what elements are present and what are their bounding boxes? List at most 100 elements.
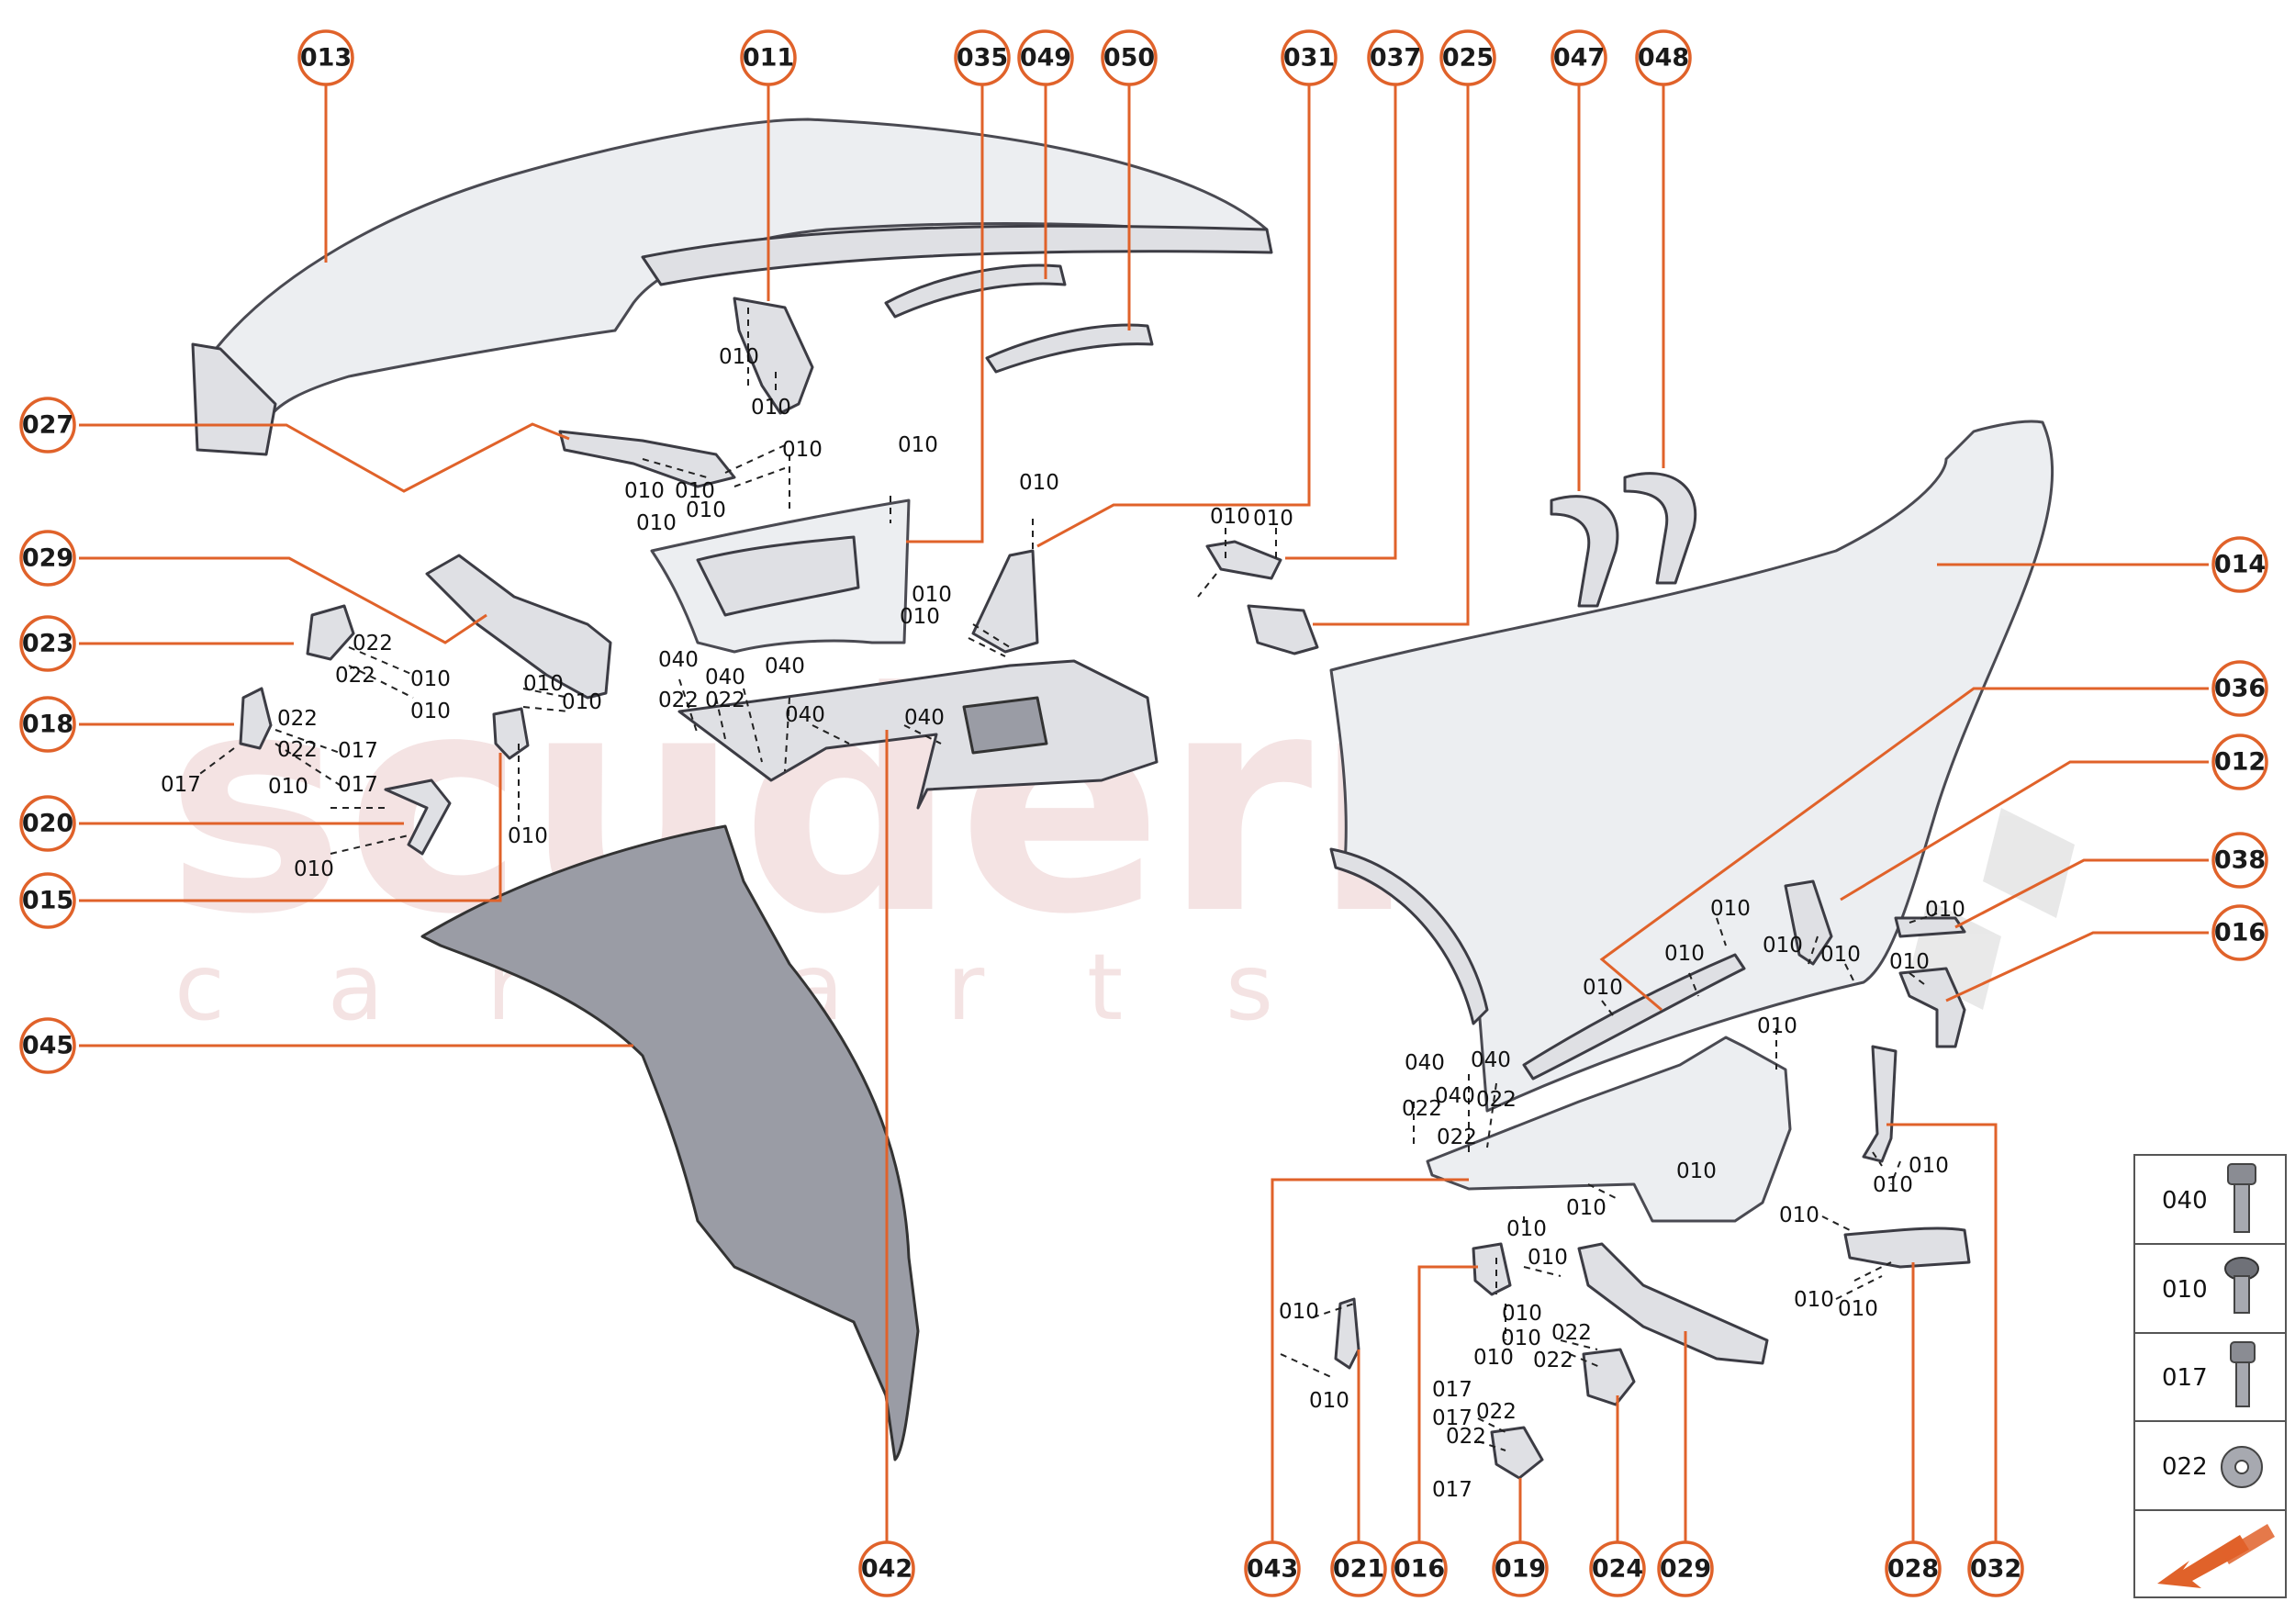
roof-rail-lower xyxy=(191,342,277,456)
fastener-label: 022 xyxy=(1476,1088,1517,1112)
legend-code-040: 040 xyxy=(2162,1187,2208,1215)
callout-029-left[interactable]: 029 xyxy=(19,530,76,587)
fastener-label: 017 xyxy=(1432,1478,1472,1502)
callout-024[interactable]: 024 xyxy=(1589,1540,1646,1597)
svg-text:031: 031 xyxy=(1283,44,1335,73)
fastener-label: 017 xyxy=(338,773,378,797)
fastener-label: 010 xyxy=(1676,1159,1717,1183)
fastener-label: 010 xyxy=(1309,1389,1349,1413)
callout-028[interactable]: 028 xyxy=(1885,1540,1942,1597)
bracket-018-part xyxy=(239,687,273,750)
fastener-label: 022 xyxy=(277,707,318,731)
fastener-label: 040 xyxy=(904,706,945,730)
callout-018[interactable]: 018 xyxy=(19,696,76,753)
bracket-031-part xyxy=(971,549,1039,654)
fastener-label: 022 xyxy=(658,689,699,712)
fastener-label: 010 xyxy=(1502,1302,1542,1326)
fastener-label: 040 xyxy=(1405,1051,1445,1075)
fastener-label: 010 xyxy=(1873,1173,1913,1197)
callout-045[interactable]: 045 xyxy=(19,1017,76,1074)
callout-019[interactable]: 019 xyxy=(1492,1540,1549,1597)
bracket-011-part xyxy=(733,297,814,415)
svg-text:021: 021 xyxy=(1333,1555,1384,1584)
bracket-019-part xyxy=(1490,1426,1544,1480)
legend-code-010: 010 xyxy=(2162,1276,2208,1304)
callout-016-right[interactable]: 016 xyxy=(2211,904,2268,961)
fastener-label: 010 xyxy=(1501,1327,1541,1350)
callout-012[interactable]: 012 xyxy=(2211,734,2268,790)
wheel-arch-liner-045-part xyxy=(420,824,920,1462)
fastener-label: 010 xyxy=(1279,1300,1319,1324)
callout-016-bottom[interactable]: 016 xyxy=(1391,1540,1448,1597)
callout-035[interactable]: 035 xyxy=(954,29,1011,86)
fastener-label: 010 xyxy=(268,775,308,799)
screw-icon xyxy=(2230,1341,2256,1407)
fastener-label: 010 xyxy=(508,824,548,848)
fastener-label: 010 xyxy=(523,672,564,696)
callout-042[interactable]: 042 xyxy=(858,1540,915,1597)
fastener-dash-lines xyxy=(196,308,1938,1451)
callout-032[interactable]: 032 xyxy=(1967,1540,2024,1597)
callout-014[interactable]: 014 xyxy=(2211,536,2268,593)
callout-027[interactable]: 027 xyxy=(19,397,76,454)
bracket-025-part xyxy=(1247,604,1319,655)
callout-049[interactable]: 049 xyxy=(1017,29,1074,86)
svg-text:018: 018 xyxy=(22,711,73,739)
callout-013[interactable]: 013 xyxy=(297,29,354,86)
fastener-label: 010 xyxy=(1506,1217,1547,1241)
callout-011[interactable]: 011 xyxy=(740,29,797,86)
svg-text:027: 027 xyxy=(22,411,73,440)
svg-text:015: 015 xyxy=(22,887,73,915)
fastener-label: 010 xyxy=(1820,943,1861,967)
callout-043[interactable]: 043 xyxy=(1244,1540,1301,1597)
fastener-label: 040 xyxy=(705,666,745,689)
svg-text:042: 042 xyxy=(861,1555,912,1584)
svg-text:012: 012 xyxy=(2214,748,2266,777)
fastener-label: 010 xyxy=(1838,1297,1878,1321)
svg-text:035: 035 xyxy=(957,44,1008,73)
part-047 xyxy=(1550,495,1619,608)
callout-015[interactable]: 015 xyxy=(19,872,76,929)
callout-047[interactable]: 047 xyxy=(1551,29,1607,86)
svg-text:038: 038 xyxy=(2214,846,2266,875)
svg-text:048: 048 xyxy=(1638,44,1689,73)
fastener-label: 010 xyxy=(782,438,823,462)
fastener-label: 010 xyxy=(1528,1246,1568,1270)
fastener-label: 040 xyxy=(658,648,699,672)
leader-lines xyxy=(79,79,2209,1569)
washer-icon xyxy=(2221,1446,2263,1488)
svg-text:032: 032 xyxy=(1970,1555,2021,1584)
callout-036[interactable]: 036 xyxy=(2211,660,2268,717)
fastener-label: 010 xyxy=(1763,934,1803,958)
fastener-label: 022 xyxy=(1437,1126,1477,1149)
callout-020[interactable]: 020 xyxy=(19,795,76,852)
svg-text:016: 016 xyxy=(2214,919,2266,947)
short-bolt-icon xyxy=(2224,1257,2259,1314)
callout-023[interactable]: 023 xyxy=(19,615,76,672)
svg-text:036: 036 xyxy=(2214,675,2266,703)
callout-029-right[interactable]: 029 xyxy=(1657,1540,1714,1597)
callout-031[interactable]: 031 xyxy=(1281,29,1338,86)
fastener-label: 010 xyxy=(1794,1288,1834,1312)
callout-048[interactable]: 048 xyxy=(1635,29,1692,86)
callout-037[interactable]: 037 xyxy=(1367,29,1424,86)
bracket-024-part xyxy=(1582,1348,1636,1406)
bracket-038-part xyxy=(1894,916,1966,938)
svg-text:029: 029 xyxy=(22,544,73,573)
legend-code-017: 017 xyxy=(2162,1364,2208,1392)
svg-text:024: 024 xyxy=(1592,1555,1643,1584)
fastener-label: 010 xyxy=(900,605,940,629)
fastener-label: 010 xyxy=(751,396,791,420)
callout-025[interactable]: 025 xyxy=(1439,29,1496,86)
callout-021[interactable]: 021 xyxy=(1330,1540,1387,1597)
callout-038[interactable]: 038 xyxy=(2211,832,2268,889)
callout-050[interactable]: 050 xyxy=(1101,29,1158,86)
bracket-037-part xyxy=(1205,540,1282,580)
fastener-label: 022 xyxy=(1476,1400,1517,1424)
fastener-legend: 040 010 017 022 xyxy=(2133,1154,2287,1598)
svg-text:037: 037 xyxy=(1370,44,1421,73)
fastener-label: 010 xyxy=(719,345,759,369)
svg-text:045: 045 xyxy=(22,1032,73,1060)
fastener-label: 010 xyxy=(1566,1196,1606,1220)
